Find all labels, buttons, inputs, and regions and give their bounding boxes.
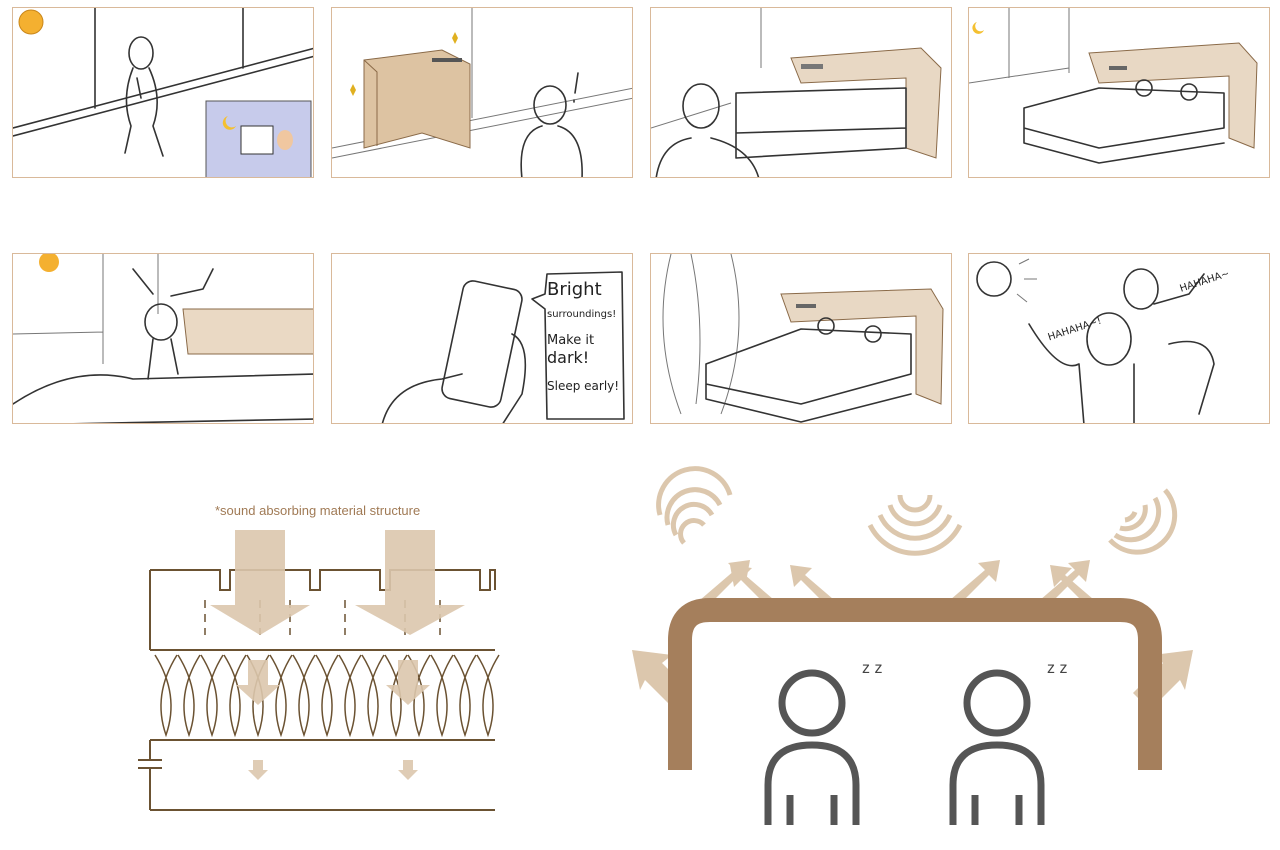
- snore-right: z z: [1047, 660, 1068, 677]
- insulation-loops: [154, 654, 500, 738]
- sketch-person-sees-bed: [651, 8, 942, 177]
- storyboard-panel-7: [650, 253, 952, 424]
- sketch-waking-up-stretch: [13, 254, 313, 423]
- insulation-loop: [453, 654, 477, 738]
- person-left-head: [778, 669, 846, 737]
- sleeping-people: [764, 669, 1045, 825]
- speech-bubble: Bright surroundings! Make it dark! Sleep…: [547, 279, 627, 393]
- reflection-arrows: [632, 560, 1193, 710]
- bubble-line-1: Bright: [547, 279, 602, 300]
- storyboard-panel-2: [331, 7, 633, 178]
- sun-icon: [18, 9, 44, 35]
- insulation-loop: [338, 654, 362, 738]
- sketch-happy-couple: [976, 258, 1215, 423]
- insulation-loop: [269, 654, 293, 738]
- sketch-headboard-reveal: [332, 8, 632, 177]
- insulation-loop: [223, 654, 247, 738]
- bubble-line-2: surroundings!: [547, 308, 617, 320]
- person-right-head: [963, 669, 1031, 737]
- sketch-couple-sleeping-night: [969, 8, 1258, 164]
- insulation-loop: [476, 654, 500, 738]
- sound-arrows: [210, 530, 465, 780]
- snore-left: z z: [862, 660, 883, 677]
- bubble-line-4: dark!: [547, 348, 590, 368]
- storyboard-panel-6: Bright surroundings! Make it dark! Sleep…: [331, 253, 633, 424]
- insulation-loop: [200, 654, 224, 738]
- insulation-loop: [384, 654, 408, 738]
- insulation-loop: [361, 654, 385, 738]
- insulation-loop: [315, 654, 339, 738]
- bubble-line-3: Make it: [547, 333, 595, 349]
- storyboard-panel-5: [12, 253, 314, 424]
- sound-wave-icons: [656, 466, 1178, 556]
- insulation-loop: [430, 654, 454, 738]
- sketch-tired-person-night-work: [13, 8, 313, 177]
- storyboard-panel-3: [650, 7, 952, 178]
- sound-absorbing-structure-diagram: [138, 530, 500, 811]
- storyboard-panel-4: [968, 7, 1270, 178]
- headboard-sound-reflection-diagram: [632, 466, 1193, 825]
- sound-diagram-caption: *sound absorbing material structure: [215, 503, 421, 518]
- phone-icon: [441, 280, 523, 408]
- headboard: [668, 598, 1162, 770]
- bubble-line-5: Sleep early!: [547, 378, 620, 393]
- storyboard-panel-1: [12, 7, 314, 178]
- insulation-loop: [407, 654, 431, 738]
- insulation-loop: [154, 654, 178, 738]
- sketch-phone-app: [381, 271, 625, 423]
- insulation-loop: [292, 654, 316, 738]
- sketch-bed-darkened-room: [662, 254, 944, 423]
- storyboard-panel-8: HAHAHA~! HAHAHA~: [968, 253, 1270, 424]
- insulation-loop: [177, 654, 201, 738]
